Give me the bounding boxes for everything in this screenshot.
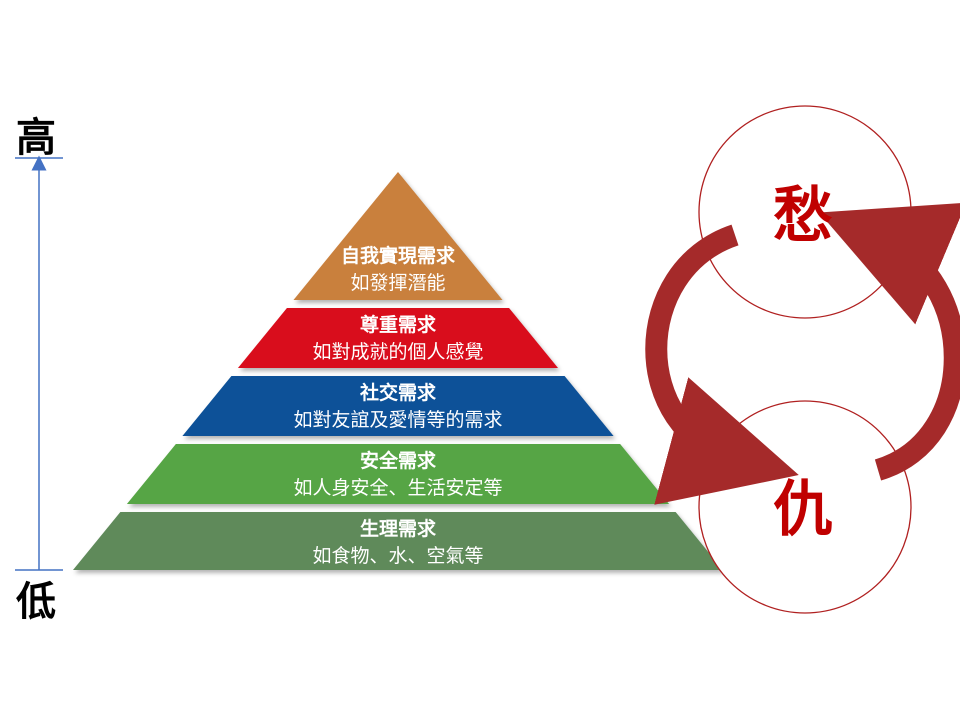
top-cycle-label: 愁 [773, 181, 833, 251]
pyramid-tier-subtitle: 如對友誼及愛情等的需求 [293, 409, 502, 431]
pyramid-tier-1 [293, 172, 503, 300]
low-label: 低 [16, 579, 56, 625]
pyramid-tier-title: 自我實現需求 [341, 244, 456, 267]
vertical-axis [15, 155, 63, 571]
high-label: 高 [16, 115, 56, 161]
pyramid-tier-subtitle: 如食物、水、空氣等 [312, 545, 483, 567]
pyramid-tier-title: 生理需求 [360, 517, 437, 540]
right-cycle-arrow [819, 202, 960, 481]
pyramid-tier-3 [182, 376, 614, 436]
pyramid-tier-title: 安全需求 [360, 449, 437, 472]
pyramid-tier-4 [126, 444, 670, 504]
pyramid-tier-5 [73, 512, 723, 570]
left-cycle-arrow [645, 224, 799, 505]
bottom-cycle-label: 仇 [773, 475, 833, 545]
cycle-diagram: 愁 仇 [645, 105, 960, 614]
pyramid-tier-subtitle: 如對成就的個人感覺 [312, 341, 483, 363]
needs-pyramid: 自我實現需求如發揮潛能尊重需求如對成就的個人感覺社交需求如對友誼及愛情等的需求安… [73, 172, 723, 570]
pyramid-tier-title: 尊重需求 [360, 313, 437, 336]
pyramid-tier-subtitle: 如人身安全、生活安定等 [293, 477, 502, 499]
pyramid-tier-2 [237, 308, 559, 368]
pyramid-tier-title: 社交需求 [359, 381, 437, 404]
pyramid-tier-subtitle: 如發揮潛能 [350, 272, 445, 294]
